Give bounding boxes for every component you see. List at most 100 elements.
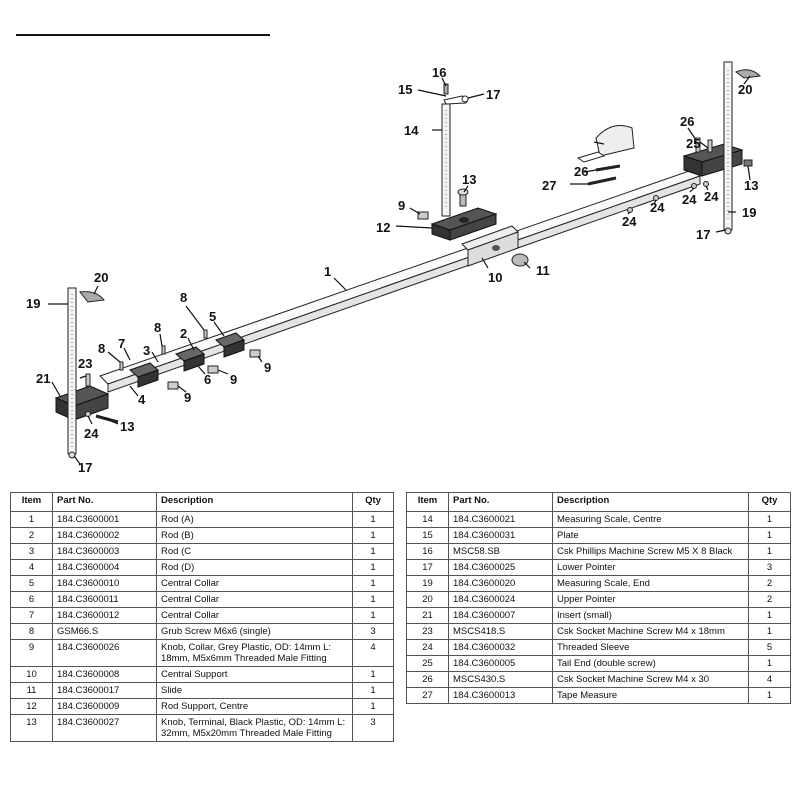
callout-19b: 19 bbox=[26, 296, 40, 311]
cell-qty: 1 bbox=[748, 687, 791, 704]
cell-part-no: 184.C3600021 bbox=[448, 511, 553, 528]
callout-10: 10 bbox=[488, 270, 502, 285]
cell-part-no: 184.C3600024 bbox=[448, 591, 553, 608]
cell-qty: 4 bbox=[748, 671, 791, 688]
cell-item: 25 bbox=[406, 655, 449, 672]
cell-part-no: GSM66.S bbox=[52, 623, 157, 640]
exploded-diagram: 1 2 3 4 5 6 7 8 8 8 9 9 9 9 10 11 12 13 … bbox=[26, 61, 762, 475]
callout-16: 16 bbox=[432, 65, 446, 80]
cell-part-no: 184.C3600009 bbox=[52, 698, 157, 715]
cell-description: Lower Pointer bbox=[552, 559, 749, 576]
cell-item: 10 bbox=[10, 666, 53, 683]
collar-7 bbox=[129, 362, 159, 388]
callout-24c: 24 bbox=[650, 200, 665, 215]
cell-description: Central Support bbox=[156, 666, 353, 683]
cell-part-no: 184.C3600002 bbox=[52, 527, 157, 544]
cell-description: Measuring Scale, End bbox=[552, 575, 749, 592]
cell-description: Tape Measure bbox=[552, 687, 749, 704]
cell-part-no: 184.C3600003 bbox=[52, 543, 157, 560]
right-hardware bbox=[587, 137, 753, 213]
centre-knob bbox=[457, 188, 469, 207]
cell-description: Csk Socket Machine Screw M4 x 30 bbox=[552, 671, 749, 688]
cell-part-no: 184.C3600007 bbox=[448, 607, 553, 624]
cell-description: Insert (small) bbox=[552, 607, 749, 624]
callout-26c: 27 bbox=[542, 178, 556, 193]
cell-part-no: 184.C3600026 bbox=[52, 639, 157, 667]
callout-11: 11 bbox=[536, 263, 550, 278]
callout-4: 4 bbox=[138, 392, 146, 407]
cell-qty: 1 bbox=[748, 607, 791, 624]
cell-item: 26 bbox=[406, 671, 449, 688]
cell-description: Rod (C bbox=[156, 543, 353, 560]
cell-description: Central Collar bbox=[156, 591, 353, 608]
callout-15: 15 bbox=[398, 82, 412, 97]
right-upper-pointer bbox=[735, 69, 762, 79]
callout-13b: 13 bbox=[744, 178, 758, 193]
cell-item: 11 bbox=[10, 682, 53, 699]
cell-item: 14 bbox=[406, 511, 449, 528]
cell-qty: 1 bbox=[352, 575, 394, 592]
cell-description: Rod (B) bbox=[156, 527, 353, 544]
cell-item: 4 bbox=[10, 559, 53, 576]
callout-9a: 9 bbox=[230, 372, 237, 387]
callout-26a: 26 bbox=[680, 114, 694, 129]
cell-item: 7 bbox=[10, 607, 53, 624]
tape-measure bbox=[576, 125, 635, 163]
cell-qty: 1 bbox=[748, 655, 791, 672]
callout-12: 12 bbox=[376, 220, 390, 235]
callout-8c: 8 bbox=[180, 290, 187, 305]
callout-8b: 8 bbox=[154, 320, 161, 335]
cell-description: Knob, Collar, Grey Plastic, OD: 14mm L: … bbox=[156, 639, 353, 667]
callout-13c: 13 bbox=[120, 419, 134, 434]
cell-description: Upper Pointer bbox=[552, 591, 749, 608]
cell-item: 5 bbox=[10, 575, 53, 592]
cell-qty: 1 bbox=[748, 511, 791, 528]
cell-part-no: MSC58.SB bbox=[448, 543, 553, 560]
header-part-no: Part No. bbox=[52, 492, 157, 512]
right-end-scale bbox=[723, 61, 733, 235]
cell-qty: 1 bbox=[748, 623, 791, 640]
cell-qty: 1 bbox=[352, 666, 394, 683]
cell-description: Central Collar bbox=[156, 575, 353, 592]
callout-5: 5 bbox=[209, 309, 216, 324]
cell-item: 27 bbox=[406, 687, 449, 704]
cell-description: Knob, Terminal, Black Plastic, OD: 14mm … bbox=[156, 714, 353, 742]
cell-qty: 1 bbox=[352, 527, 394, 544]
left-insert bbox=[54, 385, 110, 421]
cell-item: 17 bbox=[406, 559, 449, 576]
callout-20b: 20 bbox=[94, 270, 108, 285]
slide bbox=[511, 253, 529, 267]
cell-qty: 1 bbox=[748, 527, 791, 544]
cell-description: Measuring Scale, Centre bbox=[552, 511, 749, 528]
cell-description: Csk Socket Machine Screw M4 x 18mm bbox=[552, 623, 749, 640]
cell-qty: 1 bbox=[352, 511, 394, 528]
header-qty: Qty bbox=[352, 492, 394, 512]
cell-qty: 1 bbox=[748, 543, 791, 560]
callout-9d: 9 bbox=[398, 198, 405, 213]
plate bbox=[443, 95, 469, 105]
cell-item: 6 bbox=[10, 591, 53, 608]
cell-qty: 3 bbox=[352, 714, 394, 742]
cell-item: 3 bbox=[10, 543, 53, 560]
cell-part-no: 184.C3600020 bbox=[448, 575, 553, 592]
cell-qty: 2 bbox=[748, 591, 791, 608]
collar-2 bbox=[175, 346, 205, 372]
cell-part-no: 184.C3600032 bbox=[448, 639, 553, 656]
cell-part-no: 184.C3600017 bbox=[52, 682, 157, 699]
cell-part-no: 184.C3600012 bbox=[52, 607, 157, 624]
cell-qty: 1 bbox=[352, 559, 394, 576]
left-upper-pointer bbox=[79, 291, 105, 303]
